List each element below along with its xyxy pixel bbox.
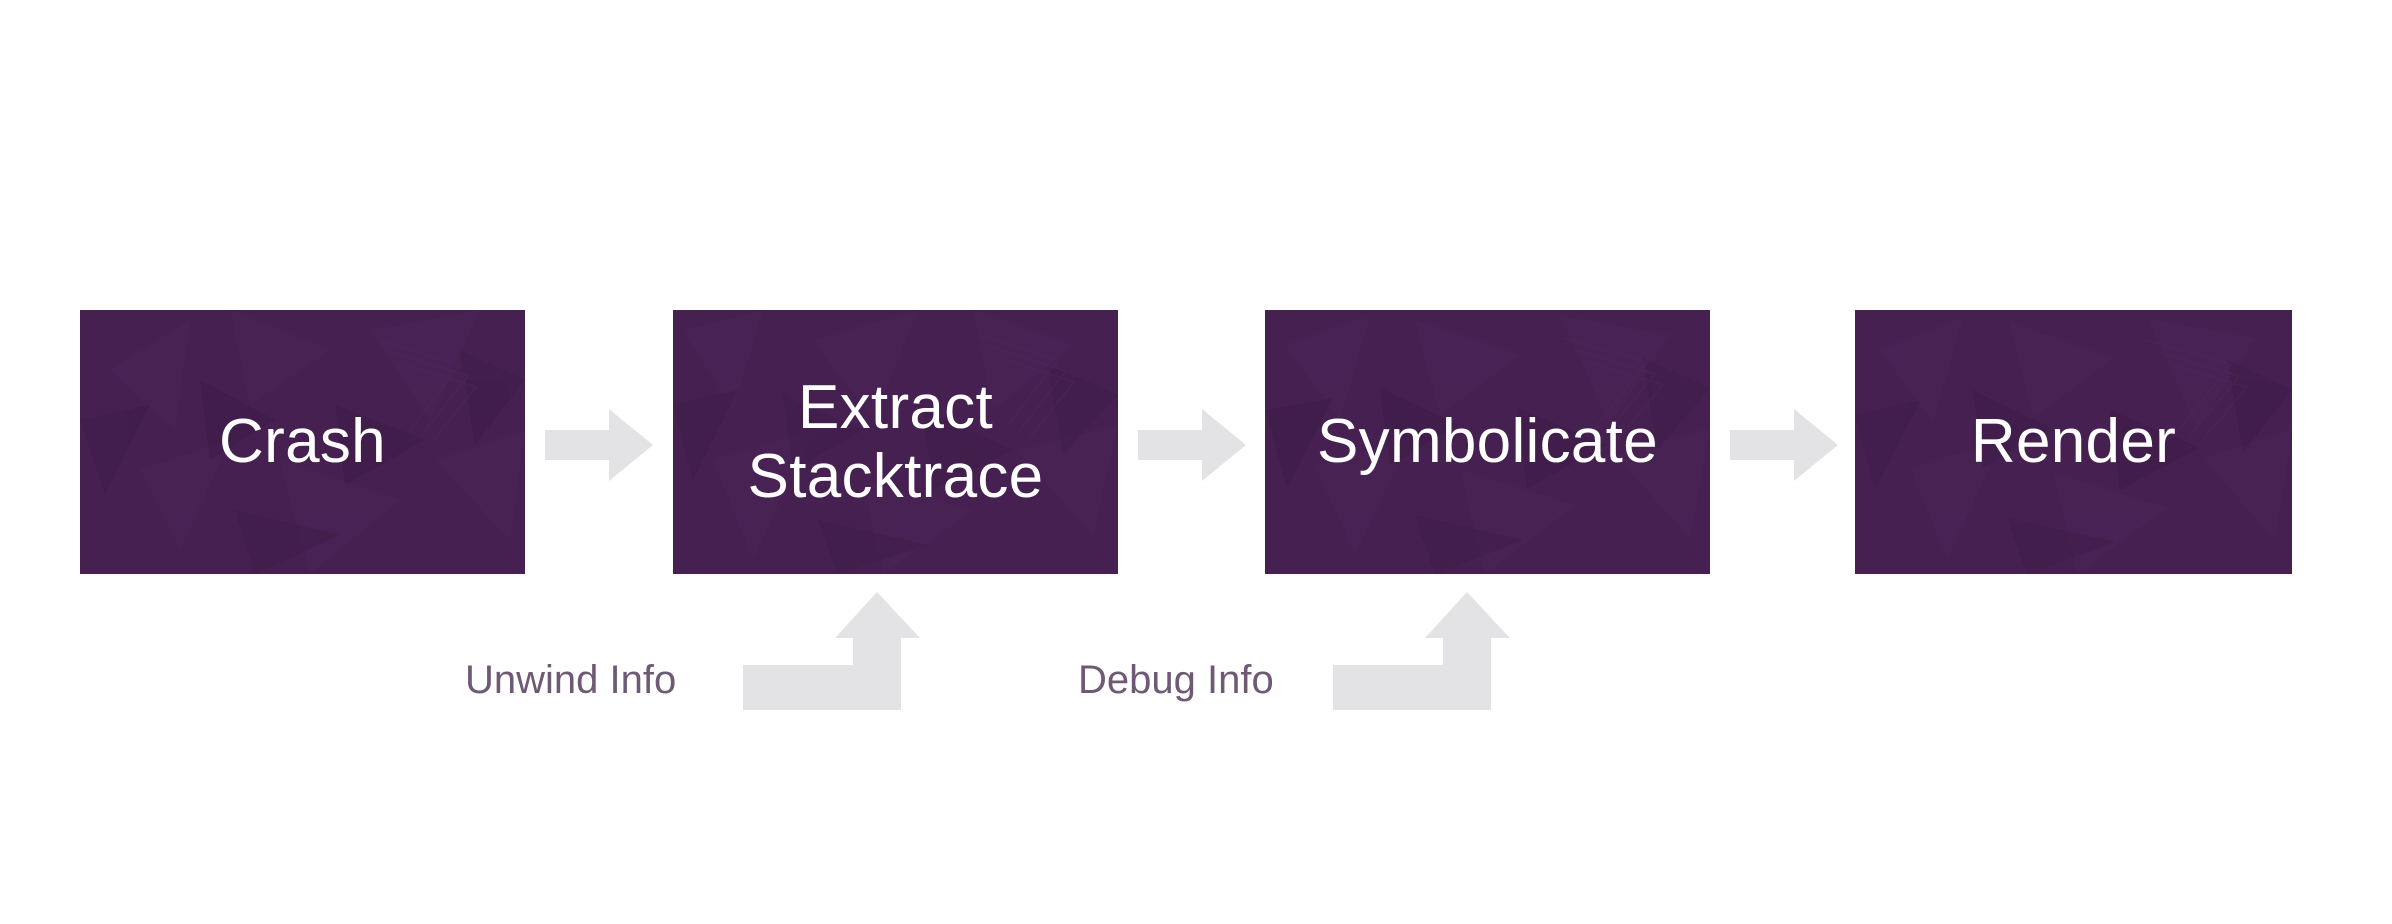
process-box-symbolicate[interactable]: Symbolicate xyxy=(1265,310,1710,574)
process-box-label: Symbolicate xyxy=(1316,407,1658,477)
process-box-render[interactable]: Render xyxy=(1855,310,2292,574)
input-label-debug-info: Debug Info xyxy=(1078,658,1274,702)
process-box-label: Render xyxy=(1970,407,2177,477)
flow-arrow-right-icon xyxy=(545,406,653,484)
process-box-extract-stacktrace[interactable]: Extract Stacktrace xyxy=(673,310,1118,574)
input-label-unwind-info: Unwind Info xyxy=(465,658,677,702)
process-box-crash[interactable]: Crash xyxy=(80,310,525,574)
process-box-label: Crash xyxy=(219,407,386,477)
flow-arrow-right-icon xyxy=(1138,406,1246,484)
flow-arrow-right-icon xyxy=(1730,406,1838,484)
bent-arrow-up-icon xyxy=(1330,590,1510,710)
bent-arrow-up-icon xyxy=(740,590,920,710)
process-box-label: Extract Stacktrace xyxy=(747,372,1044,511)
